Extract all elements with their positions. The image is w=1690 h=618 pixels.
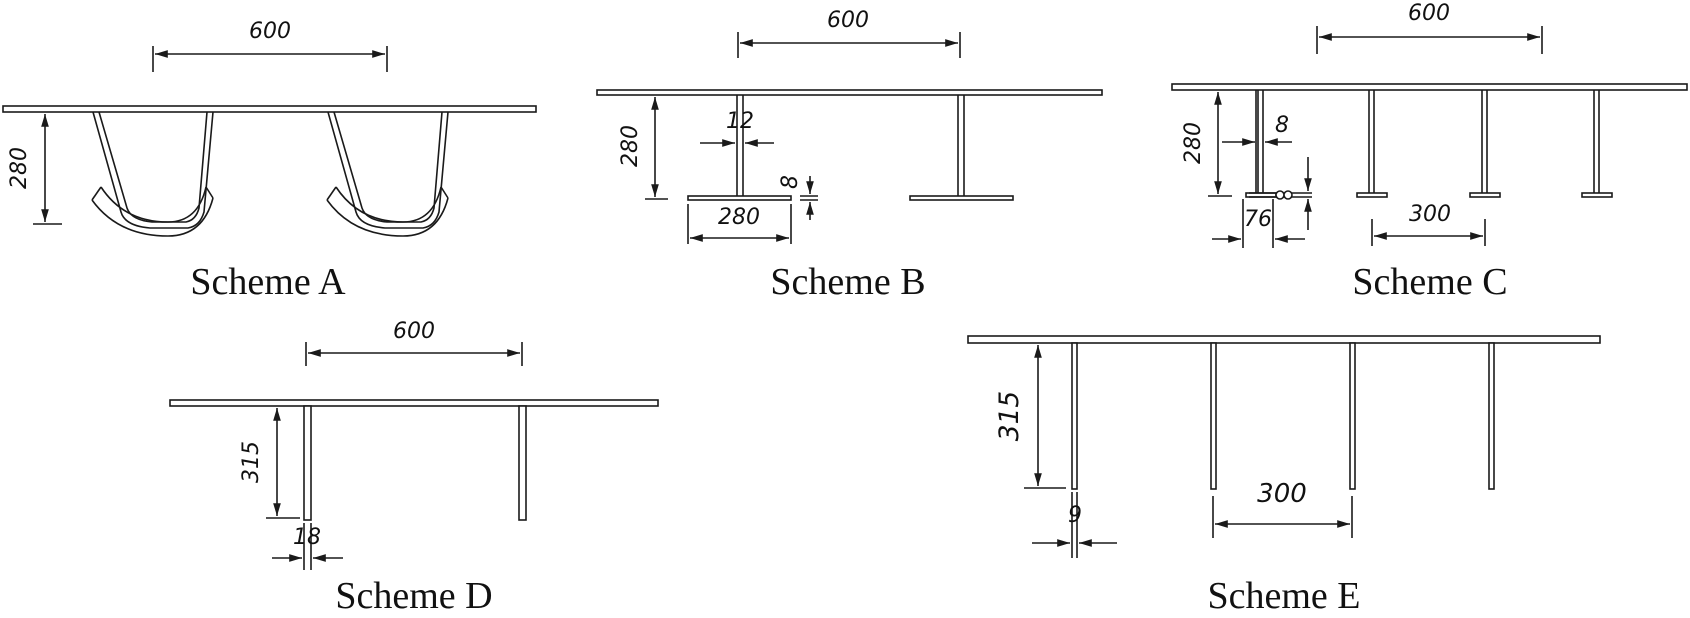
scheme-c-span-label: 600 [1408, 1, 1450, 26]
scheme-a-span-label: 600 [249, 19, 291, 44]
scheme-b-web-dimension: 12 [700, 109, 774, 147]
scheme-e-height-label: 315 [994, 391, 1025, 441]
scheme-e: 315 9 300 Scheme E [967, 335, 1601, 617]
scheme-b: 600 280 12 8 280 Scheme B [596, 8, 1103, 303]
scheme-e-leg-dimension: 9 [1032, 492, 1117, 558]
scheme-e-spacing-dimension: 300 [1212, 479, 1353, 538]
scheme-a-rocker-right [326, 111, 449, 237]
scheme-b-flange-thickness-dimension: 8 [778, 175, 818, 220]
scheme-e-leg-3 [1349, 342, 1356, 490]
scheme-b-flange-width-dimension: 280 [687, 204, 792, 244]
scheme-c-foot-dimension: 76 [1212, 199, 1305, 248]
scheme-e-leg-2 [1210, 342, 1217, 490]
scheme-b-height-label: 280 [618, 125, 643, 167]
scheme-d-span-dimension: 600 [305, 319, 523, 366]
scheme-e-height-dimension: 315 [994, 345, 1066, 489]
scheme-e-deck [967, 335, 1601, 344]
scheme-c-height-label: 280 [1181, 122, 1206, 164]
scheme-b-flange-thickness-label: 8 [778, 175, 803, 189]
scheme-b-flange-width-label: 280 [718, 205, 760, 230]
scheme-e-leg-4 [1488, 342, 1495, 490]
scheme-a-caption: Scheme A [190, 261, 346, 303]
scheme-c-post-3 [1469, 90, 1501, 198]
scheme-c-caption: Scheme C [1352, 261, 1507, 303]
scheme-a-height-dimension: 280 [7, 114, 62, 225]
scheme-d-deck [169, 399, 659, 407]
scheme-a-height-label: 280 [7, 147, 32, 189]
scheme-a-span-dimension: 600 [152, 19, 388, 72]
scheme-a-deck [2, 105, 537, 113]
scheme-c: 600 280 8 76 [1171, 1, 1688, 303]
scheme-b-span-dimension: 600 [737, 8, 961, 58]
scheme-c-post-1 [1245, 90, 1277, 198]
scheme-c-height-dimension: 280 [1181, 92, 1232, 197]
scheme-e-leg-1 [1071, 342, 1078, 490]
scheme-d-height-label: 315 [239, 441, 264, 483]
scheme-c-spacing-dimension: 300 [1371, 202, 1486, 246]
scheme-b-caption: Scheme B [770, 261, 925, 303]
scheme-c-foot-label: 76 [1244, 207, 1272, 232]
scheme-d-leg-left [303, 405, 312, 521]
scheme-b-post-left [687, 95, 792, 201]
scheme-c-deck [1171, 83, 1688, 91]
scheme-c-post-4 [1581, 90, 1613, 198]
scheme-e-caption: Scheme E [1207, 575, 1360, 617]
scheme-c-span-dimension: 600 [1316, 1, 1543, 54]
scheme-a-rocker-left [91, 111, 214, 237]
scheme-e-spacing-label: 300 [1257, 479, 1307, 509]
scheme-d-leg-right [518, 405, 527, 521]
scheme-c-detail-post [1249, 90, 1312, 200]
scheme-d-leg-dimension: 18 [272, 523, 343, 570]
scheme-c-web-dimension: 8 [1222, 113, 1292, 146]
scheme-d-span-label: 600 [393, 319, 435, 344]
scheme-d: 600 315 18 Scheme D [169, 319, 659, 617]
scheme-a: 600 280 Scheme A [2, 19, 537, 303]
scheme-c-post-2 [1356, 90, 1388, 198]
scheme-d-height-dimension: 315 [239, 408, 300, 519]
scheme-b-web-label: 12 [726, 109, 754, 134]
scheme-d-caption: Scheme D [335, 575, 492, 617]
scheme-d-leg-label: 18 [293, 525, 321, 550]
scheme-b-height-dimension: 280 [618, 97, 668, 200]
scheme-b-post-right [909, 95, 1014, 201]
scheme-b-deck [596, 89, 1103, 96]
scheme-e-leg-label: 9 [1068, 503, 1082, 528]
scheme-b-span-label: 600 [827, 8, 869, 33]
scheme-c-spacing-label: 300 [1409, 202, 1451, 227]
scheme-c-web-label: 8 [1275, 113, 1289, 138]
